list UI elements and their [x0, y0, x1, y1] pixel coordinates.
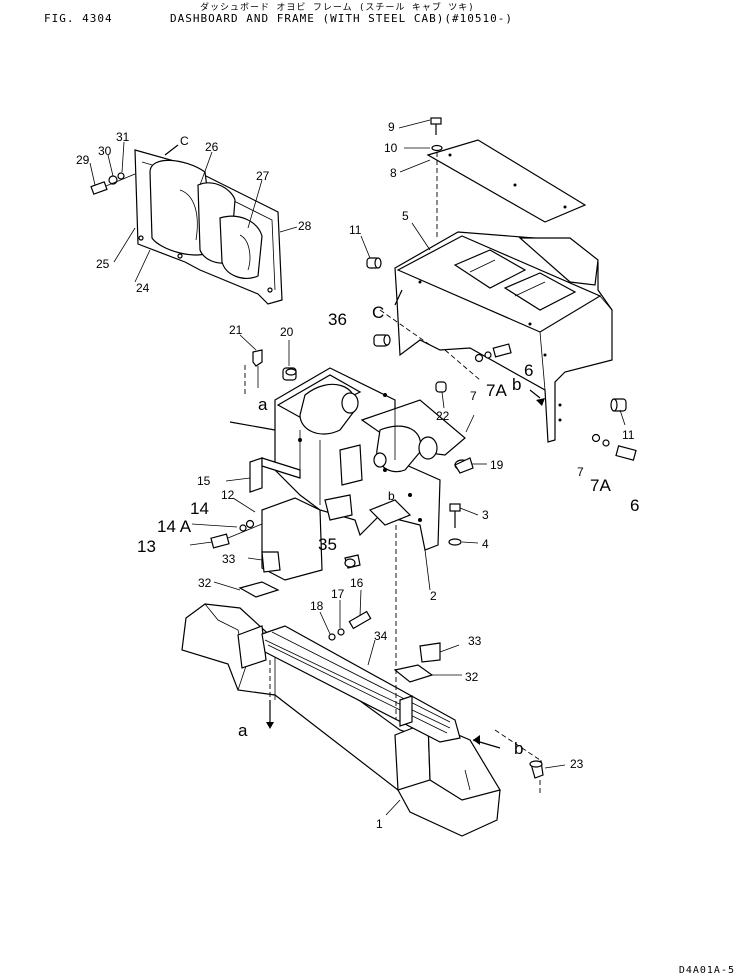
bolt-set-6-7-7A-upper: [474, 343, 512, 363]
callout-35: 35: [318, 535, 337, 554]
bracket-lower: [399, 695, 413, 727]
callout-b-center: b: [388, 489, 395, 503]
center-frame-assembly-2: [274, 367, 466, 551]
callout-a-bottom: a: [238, 721, 248, 740]
callout-33-right: 33: [468, 634, 482, 648]
pad-32-left: [238, 581, 280, 598]
bolt-13-washers-14: [210, 519, 263, 549]
top-cover-plate-8: [426, 139, 587, 223]
knob-19: [454, 457, 474, 474]
plug-23: [529, 760, 544, 779]
callout-30: 30: [98, 144, 112, 158]
callout-27: 27: [256, 169, 270, 183]
pad-32-right: [393, 664, 434, 683]
bolt-set-6-7-7A-lower: [591, 433, 637, 461]
callout-20: 20: [280, 325, 294, 339]
callout-C-mid: C: [372, 303, 384, 322]
callout-13: 13: [137, 537, 156, 556]
pad-33-left: [261, 551, 281, 573]
callout-33-left: 33: [222, 552, 236, 566]
lower-panel-1: [181, 603, 501, 837]
pin-21: [252, 349, 263, 388]
callout-18: 18: [310, 599, 324, 613]
grommet-36: [373, 334, 391, 347]
guide-lines: [164, 144, 545, 795]
bolt-washer-set-29-31: [90, 172, 136, 195]
bolt-16-17-18: [328, 610, 372, 641]
figure-number: FIG. 4304: [44, 12, 113, 25]
callout-22: 22: [436, 409, 450, 423]
callout-29: 29: [76, 153, 90, 167]
callout-b-lower: b: [514, 739, 523, 758]
callout-19: 19: [490, 458, 504, 472]
screw-and-washer-9-10: [430, 117, 443, 240]
callout-28: 28: [298, 219, 312, 233]
bolt-3-washer-4: [448, 503, 462, 546]
grommet-20: [282, 367, 297, 381]
bracket-15: [249, 457, 301, 493]
callout-2: 2: [430, 589, 437, 603]
callout-a-mid: a: [258, 395, 268, 414]
callout-23: 23: [570, 757, 584, 771]
dashboard-frame-5: [394, 231, 613, 443]
grommet-11-right: [610, 398, 627, 412]
callout-25: 25: [96, 257, 110, 271]
callout-8: 8: [390, 166, 397, 180]
callout-26: 26: [205, 140, 219, 154]
cap-item: [344, 558, 356, 568]
callout-11-right: 11: [622, 428, 635, 442]
callout-4: 4: [482, 537, 489, 551]
callout-24: 24: [136, 281, 150, 295]
callout-7-lower: 7: [577, 465, 584, 479]
callout-6-upper: 6: [524, 361, 533, 380]
callout-34: 34: [374, 629, 388, 643]
grommet-22: [435, 381, 447, 393]
callout-7A-upper: 7A: [486, 381, 507, 400]
callout-32-left: 32: [198, 576, 212, 590]
callout-C-top: C: [180, 134, 189, 148]
pad-33-right: [419, 642, 441, 663]
diagram-title: DASHBOARD AND FRAME (WITH STEEL CAB)(#10…: [170, 12, 514, 25]
callout-5: 5: [402, 209, 409, 223]
callout-31: 31: [116, 130, 130, 144]
callout-b-upper: b: [512, 375, 521, 394]
callout-7-upper: 7: [470, 389, 477, 403]
callout-15: 15: [197, 474, 211, 488]
callout-36: 36: [328, 310, 347, 329]
callout-32-right: 32: [465, 670, 479, 684]
grommet-11-left: [366, 257, 382, 269]
callout-1: 1: [376, 817, 383, 831]
callout-12: 12: [221, 488, 235, 502]
callout-21: 21: [229, 323, 243, 337]
callout-10: 10: [384, 141, 398, 155]
callout-14: 14: [190, 499, 209, 518]
callout-9: 9: [388, 120, 395, 134]
japanese-title: ダッシュボード オヨビ フレーム (スチール キャブ ツキ): [200, 3, 475, 13]
callout-3: 3: [482, 508, 489, 522]
callout-17: 17: [331, 587, 345, 601]
callout-11-left: 11: [349, 223, 362, 237]
callout-labels: 1 2 3 4 5 6 6 7 7 7A 7A 8 9 10 11 11 12 …: [76, 120, 639, 831]
heater-duct-assembly: [134, 149, 283, 305]
footer-code: D4A01A-5: [678, 965, 735, 976]
callout-6-lower: 6: [630, 496, 639, 515]
callout-7A-lower: 7A: [590, 476, 611, 495]
leader-lines: [89, 119, 626, 816]
callout-14A: 14 A: [157, 517, 192, 536]
callout-16: 16: [350, 576, 364, 590]
